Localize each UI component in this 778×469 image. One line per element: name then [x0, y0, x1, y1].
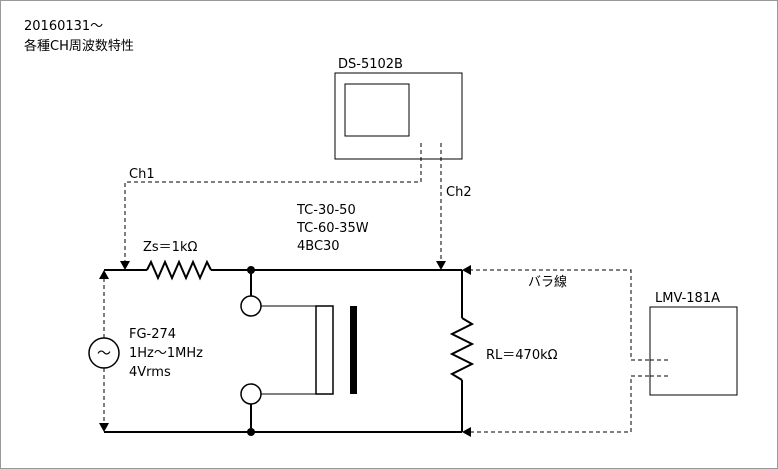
dut-electrode	[350, 306, 357, 394]
ch1-arrowhead	[120, 261, 130, 270]
zs-label: Zs＝1kΩ	[143, 240, 197, 255]
oscilloscope-label: DS-5102B	[338, 57, 403, 72]
oscilloscope-screen	[344, 83, 410, 137]
generator-symbol	[88, 337, 120, 369]
signal-generator: ～ FG-274 1Hz～1MHz 4Vrms	[88, 270, 203, 432]
rl-resistor	[449, 317, 475, 381]
cable-bottom-line	[470, 375, 670, 433]
voltmeter-label: LMV-181A	[655, 291, 720, 306]
device-under-test	[240, 270, 357, 432]
sine-wave-icon: ～	[97, 346, 111, 362]
device-label-2: TC-60-35W	[296, 221, 369, 236]
cable-arrow-top	[462, 265, 471, 275]
ch2-label: Ch2	[446, 185, 472, 200]
ch1-probe-line	[124, 143, 422, 262]
cable-label: バラ線	[528, 274, 567, 290]
cable-top-line	[470, 269, 670, 361]
dut-terminal-bottom	[240, 383, 262, 405]
voltmeter: LMV-181A	[649, 291, 738, 396]
cable-arrow-bottom	[462, 427, 471, 437]
device-label-1: TC-30-50	[296, 203, 356, 218]
generator-arrow-bottom	[99, 423, 109, 432]
dut-plate	[315, 305, 334, 395]
voltmeter-body	[649, 306, 738, 396]
dut-terminal-top	[240, 295, 262, 317]
ch2-arrowhead	[436, 261, 446, 270]
zs-resistor	[146, 259, 212, 281]
device-label-3: 4BC30	[297, 239, 340, 254]
generator-range: 1Hz～1MHz	[129, 346, 203, 361]
rl-label: RL＝470kΩ	[486, 348, 558, 363]
generator-arrow-top	[99, 270, 109, 279]
oscilloscope: DS-5102B	[334, 57, 463, 160]
ch1-label: Ch1	[129, 167, 155, 182]
header-title: 各種CH周波数特性	[24, 38, 134, 54]
generator-name: FG-274	[129, 327, 176, 342]
header-date: 20160131～	[24, 19, 103, 34]
generator-level: 4Vrms	[129, 365, 171, 380]
